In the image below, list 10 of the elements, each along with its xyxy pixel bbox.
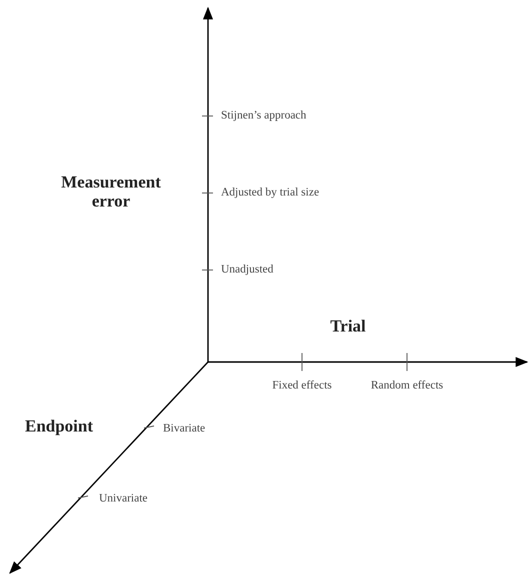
tick-label: Univariate — [99, 492, 148, 506]
tick-label: Adjusted by trial size — [221, 186, 320, 200]
axis-title: Measurement error — [60, 173, 162, 211]
tick-label: Fixed effects — [272, 380, 332, 392]
tick-label: Bivariate — [163, 422, 206, 436]
axis-title: Trial — [330, 318, 366, 336]
axis-title: Endpoint — [24, 418, 94, 436]
tick-label: Random effects — [370, 380, 444, 392]
tick-label: Stijnen’s approach — [221, 110, 306, 122]
tick-label: Unadjusted — [221, 264, 274, 276]
